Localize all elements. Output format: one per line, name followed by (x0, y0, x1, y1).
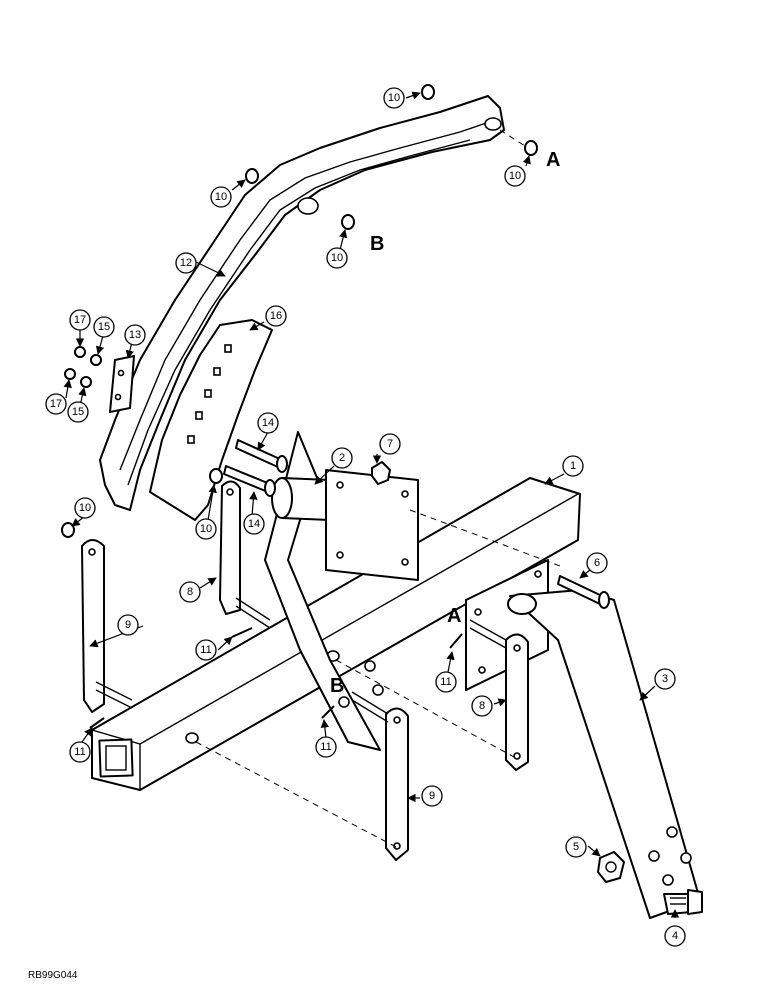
view-letter-a-bottom: A (447, 605, 461, 627)
callout-16: 16 (265, 305, 287, 327)
bolt-6-part (557, 575, 610, 609)
callout-11-d: 11 (315, 736, 337, 758)
clamp-plate-part (109, 355, 135, 413)
small-hardware-icon (64, 346, 102, 388)
callout-3: 3 (654, 668, 676, 690)
callout-10-link: 10 (74, 497, 96, 519)
svg-text:13: 13 (129, 329, 141, 341)
nut-7-part (371, 461, 391, 485)
svg-text:2: 2 (339, 452, 345, 464)
callout-15-upper: 15 (93, 316, 115, 338)
front-bracket-part (465, 559, 701, 919)
callout-6: 6 (586, 552, 608, 574)
svg-text:10: 10 (200, 523, 212, 535)
svg-text:9: 9 (125, 619, 131, 631)
svg-text:14: 14 (248, 518, 260, 530)
svg-text:11: 11 (320, 741, 331, 753)
bolt-4-part (663, 889, 703, 915)
svg-text:9: 9 (429, 790, 435, 802)
callout-13: 13 (124, 324, 146, 346)
callout-5: 5 (565, 836, 587, 858)
svg-text:8: 8 (479, 700, 485, 712)
callout-10-mid: 10 (326, 247, 348, 269)
svg-text:1: 1 (570, 460, 576, 472)
bolt-14-upper-part (235, 439, 288, 473)
svg-text:17: 17 (74, 314, 86, 326)
callout-11-a: 11 (195, 639, 217, 661)
svg-text:11: 11 (200, 644, 211, 656)
svg-text:10: 10 (79, 502, 91, 514)
svg-text:6: 6 (594, 557, 600, 569)
cotter-pin-icon (89, 627, 463, 729)
washer-icon (61, 84, 538, 538)
callout-9-center: 9 (421, 785, 443, 807)
view-letter-b-bottom: B (330, 675, 344, 697)
svg-text:14: 14 (262, 417, 274, 429)
callout-17-upper: 17 (69, 309, 91, 331)
upper-beam-part (99, 95, 505, 511)
callout-8-upper: 8 (179, 581, 201, 603)
svg-text:10: 10 (509, 170, 521, 182)
svg-text:10: 10 (215, 191, 227, 203)
link-9-left-part (81, 539, 133, 713)
callout-11-c: 11 (69, 741, 91, 763)
callout-10-right: 10 (504, 165, 526, 187)
callout-4: 4 (664, 925, 686, 947)
svg-text:3: 3 (662, 673, 668, 685)
callout-14-lower: 14 (243, 513, 265, 535)
bolt-14-lower-part (223, 465, 276, 497)
callout-1: 1 (562, 455, 584, 477)
link-9-center-part (351, 691, 409, 861)
curved-plate-part (149, 319, 273, 521)
callout-2: 2 (331, 447, 353, 469)
link-8-upper-part (219, 480, 271, 629)
svg-text:4: 4 (672, 930, 678, 942)
callout-10-left: 10 (210, 186, 232, 208)
svg-text:10: 10 (388, 92, 400, 104)
link-8-lower-part (469, 619, 529, 771)
rear-bracket-part (264, 431, 419, 751)
alignment-lines (195, 129, 561, 849)
callout-12: 12 (175, 252, 197, 274)
svg-text:7: 7 (387, 438, 393, 450)
main-tube-part (91, 477, 581, 791)
svg-text:8: 8 (187, 586, 193, 598)
callout-17-lower: 17 (45, 393, 67, 415)
callout-10-top: 10 (383, 87, 405, 109)
svg-text:15: 15 (98, 321, 110, 333)
callout-9-left: 9 (117, 614, 139, 636)
view-letter-b-top: B (370, 233, 384, 255)
callout-14-upper: 14 (257, 412, 279, 434)
callout-7: 7 (379, 433, 401, 455)
callout-15-lower: 15 (67, 401, 89, 423)
figure-code: RB99G044 (28, 970, 78, 981)
callout-10-bracket: 10 (195, 518, 217, 540)
svg-text:11: 11 (74, 746, 85, 758)
svg-text:5: 5 (573, 841, 579, 853)
svg-text:16: 16 (270, 310, 282, 322)
callout-8-lower: 8 (471, 695, 493, 717)
svg-text:17: 17 (50, 398, 62, 410)
nut-5-part (597, 851, 625, 883)
svg-text:11: 11 (440, 676, 451, 688)
view-letter-a-top: A (546, 149, 560, 171)
callout-11-b: 11 (435, 671, 457, 693)
svg-text:12: 12 (180, 257, 192, 269)
svg-text:10: 10 (331, 252, 343, 264)
svg-text:15: 15 (72, 406, 84, 418)
